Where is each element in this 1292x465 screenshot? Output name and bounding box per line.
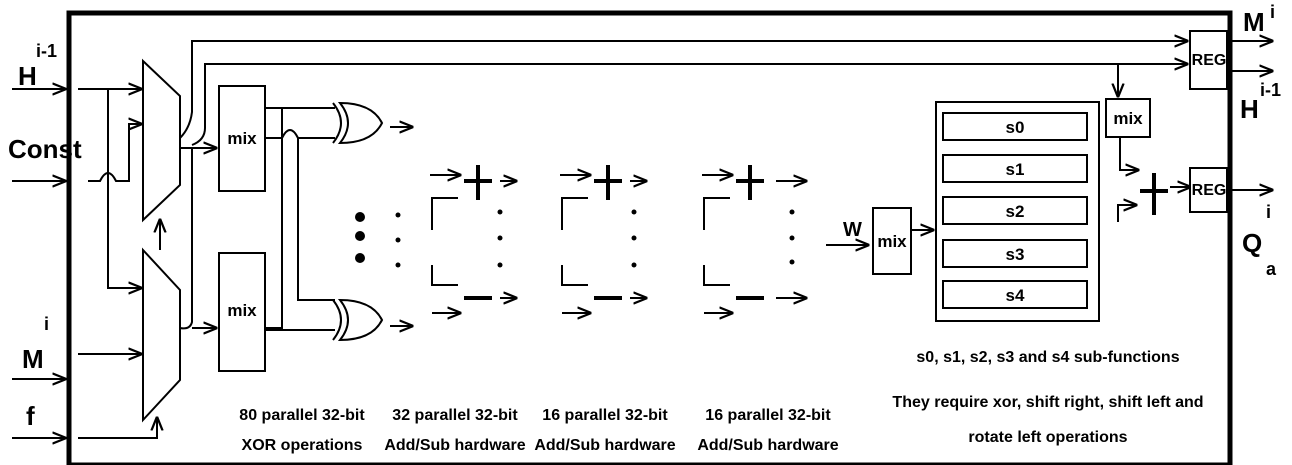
mix-box-w [872, 207, 912, 275]
input-h-label: H [18, 61, 37, 91]
output-q-sub: a [1266, 259, 1277, 279]
subfunction-s4-label: s4 [1006, 286, 1025, 305]
output-h-sup: i-1 [1260, 80, 1281, 100]
input-h-sup: i-1 [36, 41, 57, 61]
xor-bot-in-b [297, 138, 335, 301]
input-const-label: Const [8, 134, 82, 164]
reg-top [1189, 30, 1228, 90]
input-m-sup: i [44, 314, 49, 334]
subfunction-s3-label: s3 [1006, 245, 1025, 264]
caption-addsub32-2: Add/Sub hardware [384, 437, 525, 454]
w-label: W [843, 219, 862, 241]
xor-bot-in-a [265, 108, 283, 329]
subfunction-s1-label: s1 [1006, 160, 1025, 179]
caption-sub-title: s0, s1, s2, s3 and s4 sub-functions [916, 349, 1179, 366]
output-m-sup: i [1270, 2, 1275, 22]
output-q-sup: i [1266, 202, 1271, 222]
mix-box-bottom [218, 252, 266, 372]
caption-addsub16b-2: Add/Sub hardware [697, 437, 838, 454]
output-m-label: M [1243, 7, 1265, 37]
caption-xor-1: 80 parallel 32-bit [239, 407, 365, 424]
caption-addsub16a-2: Add/Sub hardware [534, 437, 675, 454]
addsub-stage-16a [560, 165, 646, 313]
output-q-label: Q [1242, 228, 1262, 258]
subfunction-s3-box [942, 239, 1088, 268]
subfunction-s0-box [942, 112, 1088, 141]
mi-pass-wire [179, 41, 1187, 139]
input-m-label: M [22, 344, 44, 374]
mix-h-label: mix [1113, 109, 1143, 128]
xor-ellipsis-big [355, 212, 365, 263]
mix-box-h [1105, 98, 1151, 138]
output-h-label: H [1240, 94, 1259, 124]
final-adder [1140, 173, 1168, 215]
reg-bottom-label: REG [1192, 182, 1227, 199]
caption-xor-2: XOR operations [242, 437, 363, 454]
caption-addsub32-1: 32 parallel 32-bit [392, 407, 518, 424]
xor-gate-bottom [332, 298, 384, 342]
subfunction-s2-box [942, 196, 1088, 225]
subfunction-s4-box [942, 280, 1088, 309]
subfunction-s2-label: s2 [1006, 202, 1025, 221]
mux-bottom [142, 247, 181, 423]
xor-top-in-b [265, 129, 335, 139]
h-branch-wire [107, 89, 141, 288]
const-wire [88, 124, 141, 182]
caption-addsub16b-1: 16 parallel 32-bit [705, 407, 831, 424]
caption-sub-line1: They require xor, shift right, shift lef… [892, 394, 1203, 411]
input-f-label: f [26, 401, 35, 431]
mix-top-label: mix [227, 129, 257, 148]
outer-frame [66, 10, 1233, 465]
sub-to-adder [1117, 205, 1136, 222]
caption-sub-line2: rotate left operations [968, 429, 1127, 446]
xor-ellipsis-small [395, 212, 401, 268]
addsub-stage-16b [702, 165, 806, 313]
reg-top-label: REG [1192, 52, 1227, 69]
subfunction-s1-box [942, 154, 1088, 183]
addsub-stage-32 [430, 165, 516, 313]
h-pass-wire [191, 64, 1187, 146]
mux-bottom-out [179, 148, 193, 330]
mix-w-label: mix [877, 232, 907, 251]
reg-bottom [1189, 167, 1228, 213]
mix-h-out [1119, 137, 1138, 170]
mix-bottom-label: mix [227, 301, 257, 320]
mux-top [142, 58, 181, 223]
subfunction-s0-label: s0 [1006, 118, 1025, 137]
caption-addsub16a-1: 16 parallel 32-bit [542, 407, 668, 424]
xor-gate-top [332, 101, 384, 145]
f-control-wire [78, 418, 157, 439]
